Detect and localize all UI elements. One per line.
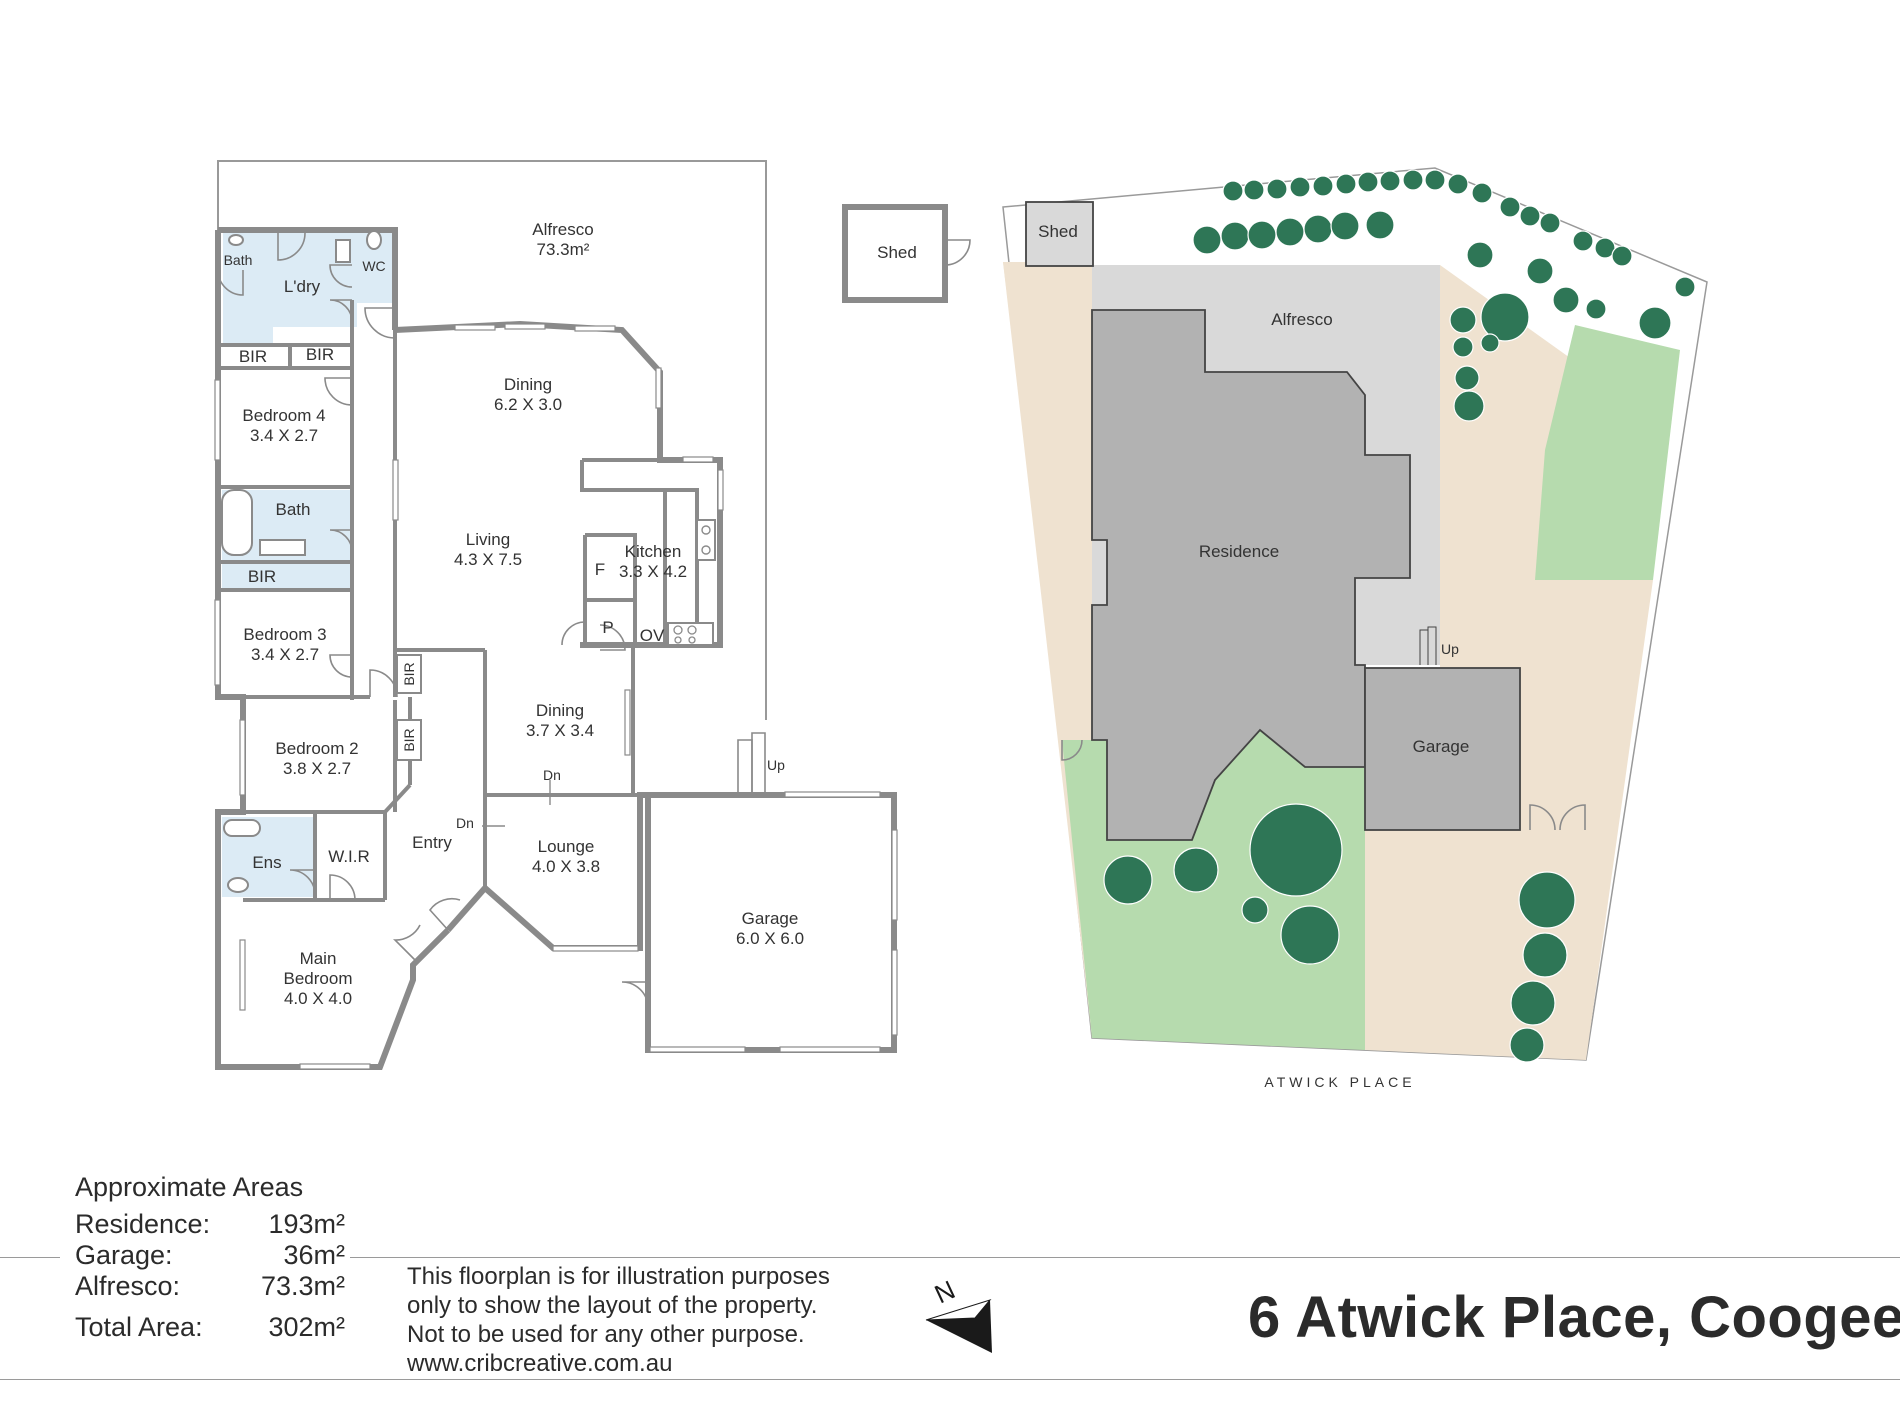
exterior-wall-lounge <box>483 792 897 1053</box>
label-bath-small: Bath <box>224 252 253 268</box>
label-bir-3: BIR <box>248 567 276 586</box>
site-shed <box>1025 201 1094 267</box>
disclaimer-line: This floorplan is for illustration purpo… <box>407 1263 830 1290</box>
label-alfresco: Alfresco <box>532 220 593 239</box>
area-value: 302m² <box>268 1312 345 1342</box>
label-bedroom2: Bedroom 2 <box>275 739 358 758</box>
area-label: Residence: <box>75 1209 211 1239</box>
floor-labels: Alfresco 73.3m² Shed L'dry Bath WC BIR B… <box>224 220 917 1008</box>
label-bedroom3: Bedroom 3 <box>243 625 326 644</box>
area-label: Garage: <box>75 1240 173 1270</box>
label-dining-main: Dining <box>504 375 552 394</box>
label-up: Up <box>767 757 785 773</box>
exterior-wall-dining <box>394 320 723 648</box>
label-pantry: P <box>602 618 613 637</box>
label-lounge: Lounge <box>538 837 595 856</box>
label-bedroom3-size: 3.4 X 2.7 <box>251 645 319 664</box>
area-row-residence: Residence: 193m² <box>75 1209 345 1240</box>
doors <box>217 232 971 1009</box>
area-row-alfresco: Alfresco: 73.3m² <box>75 1271 345 1302</box>
areas-heading: Approximate Areas <box>75 1172 304 1202</box>
label-bath: Bath <box>276 500 311 519</box>
windows <box>214 323 898 1070</box>
label-garage: Garage <box>742 909 799 928</box>
disclaimer-line: only to show the layout of the property. <box>407 1292 818 1319</box>
area-value: 193m² <box>268 1209 345 1239</box>
label-fridge: F <box>595 560 605 579</box>
label-alfresco-size: 73.3m² <box>537 240 590 259</box>
footer-rule-bottom <box>0 1379 1900 1380</box>
footer-rule-top <box>0 1257 60 1258</box>
label-dining-main-size: 6.2 X 3.0 <box>494 395 562 414</box>
paving-side <box>1003 262 1102 740</box>
compass-north-label: N <box>930 1274 960 1309</box>
site-garage <box>1364 667 1521 831</box>
label-wc: WC <box>362 258 385 274</box>
label-shed: Shed <box>877 243 917 262</box>
label-bir-4: BIR <box>401 662 417 685</box>
trees <box>1103 169 1696 1063</box>
site-label-shed: Shed <box>1038 222 1078 241</box>
label-bir-1: BIR <box>239 347 267 366</box>
label-main-bedroom-1: Main <box>300 949 337 968</box>
wet-area-tiles <box>222 233 394 897</box>
label-bedroom4: Bedroom 4 <box>242 406 325 425</box>
site-plan <box>1002 167 1708 1063</box>
site-labels: Shed Alfresco Residence Garage Up ATWICK… <box>1038 222 1469 1090</box>
area-value: 36m² <box>283 1240 345 1270</box>
approximate-areas: Approximate Areas Residence: 193m² Garag… <box>75 1172 345 1343</box>
area-row-total: Total Area: 302m² <box>75 1312 345 1343</box>
website-link[interactable]: www.cribcreative.com.au <box>407 1350 673 1377</box>
label-living: Living <box>466 530 510 549</box>
label-garage-size: 6.0 X 6.0 <box>736 929 804 948</box>
label-laundry: L'dry <box>284 277 321 296</box>
label-dining-second: Dining <box>536 701 584 720</box>
label-entry: Entry <box>412 833 452 852</box>
area-label: Alfresco: <box>75 1271 181 1301</box>
label-ensuite: Ens <box>252 853 281 872</box>
shed-outline <box>842 204 948 303</box>
compass-icon: N <box>925 1274 992 1353</box>
site-residence <box>1091 309 1411 841</box>
site-label-garage: Garage <box>1413 737 1470 756</box>
disclaimer-line: Not to be used for any other purpose. <box>407 1321 805 1348</box>
site-label-up: Up <box>1441 641 1459 657</box>
property-address: 6 Atwick Place, Coogee <box>1248 1285 1900 1350</box>
label-main-bedroom-size: 4.0 X 4.0 <box>284 989 352 1008</box>
label-oven: OV <box>640 626 665 645</box>
site-label-residence: Residence <box>1199 542 1279 561</box>
label-lounge-size: 4.0 X 3.8 <box>532 857 600 876</box>
label-dining-second-size: 3.7 X 3.4 <box>526 721 594 740</box>
area-label: Total Area: <box>75 1312 203 1342</box>
footer-rule-top-right <box>350 1257 1900 1258</box>
street-name: ATWICK PLACE <box>1264 1074 1415 1090</box>
label-living-size: 4.3 X 7.5 <box>454 550 522 569</box>
area-value: 73.3m² <box>260 1271 345 1301</box>
label-kitchen: Kitchen <box>625 542 682 561</box>
disclaimer: This floorplan is for illustration purpo… <box>407 1262 830 1378</box>
exterior-wall-entry <box>445 886 488 932</box>
label-bir-5: BIR <box>401 728 417 751</box>
label-main-bedroom-2: Bedroom <box>284 969 353 988</box>
label-bir-2: BIR <box>306 345 334 364</box>
site-label-alfresco: Alfresco <box>1271 310 1332 329</box>
label-down-2: Dn <box>456 815 474 831</box>
exterior-wall-north <box>218 227 398 330</box>
label-wir: W.I.R <box>328 847 370 866</box>
floor-plan <box>214 160 971 1070</box>
label-down-1: Dn <box>543 767 561 783</box>
label-kitchen-size: 3.3 X 4.2 <box>619 562 687 581</box>
area-row-garage: Garage: 36m² <box>75 1240 345 1271</box>
label-bedroom4-size: 3.4 X 2.7 <box>250 426 318 445</box>
lawn-east <box>1535 325 1680 580</box>
label-bedroom2-size: 3.8 X 2.7 <box>283 759 351 778</box>
